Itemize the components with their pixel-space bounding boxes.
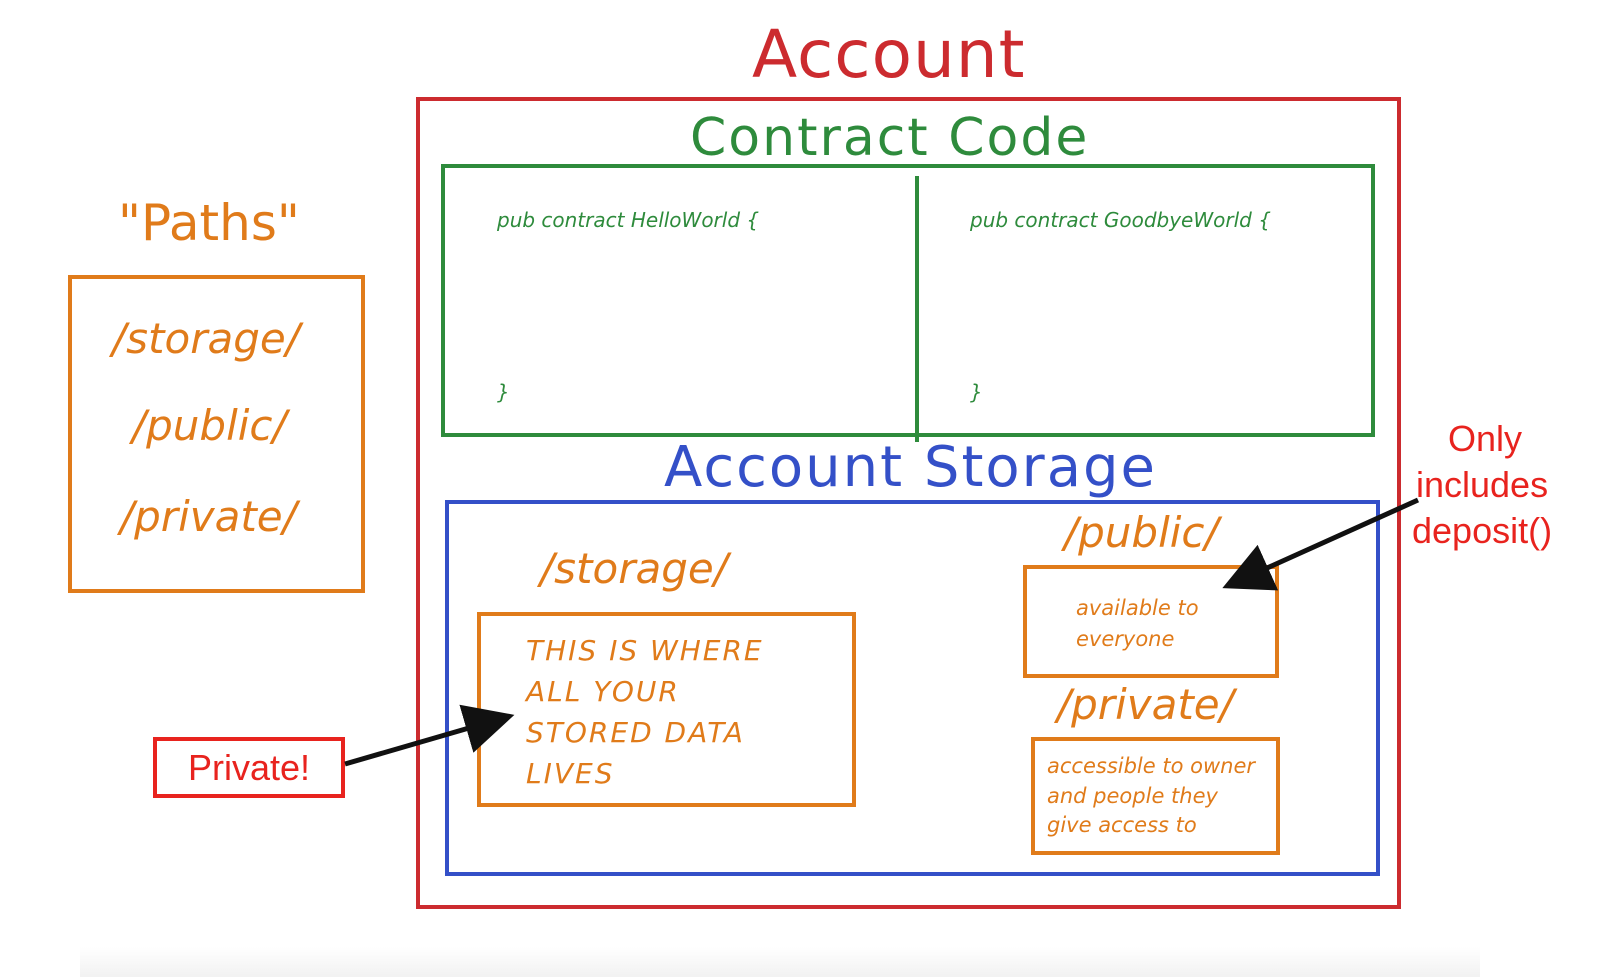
storage-text-line: STORED DATA bbox=[526, 716, 745, 749]
contract-code-title: Contract Code bbox=[690, 108, 1090, 168]
storage-text-line: ALL YOUR bbox=[526, 675, 680, 708]
public-path-label: /public/ bbox=[1064, 508, 1219, 557]
hello-world-contract-open: pub contract HelloWorld { bbox=[497, 208, 760, 232]
private-path-label: /private/ bbox=[1057, 680, 1234, 729]
contract-divider bbox=[915, 176, 919, 442]
hello-world-contract-close: } bbox=[497, 380, 510, 404]
paths-item-storage: /storage/ bbox=[112, 314, 300, 363]
paths-item-public: /public/ bbox=[132, 401, 287, 450]
public-text-line: everyone bbox=[1076, 627, 1175, 651]
private-callout: Private! bbox=[153, 737, 345, 798]
paths-box bbox=[68, 275, 365, 593]
private-text-line: give access to bbox=[1047, 813, 1197, 837]
public-text-line: available to bbox=[1076, 596, 1199, 620]
storage-text-line: THIS IS WHERE bbox=[526, 634, 764, 667]
private-path-box bbox=[1031, 737, 1280, 855]
public-path-box bbox=[1023, 565, 1279, 678]
private-text-line: accessible to owner bbox=[1047, 754, 1256, 778]
deposit-note-line: includes bbox=[1416, 464, 1549, 505]
account-storage-title: Account Storage bbox=[664, 435, 1158, 500]
paths-title: "Paths" bbox=[118, 194, 300, 252]
deposit-note-line: deposit() bbox=[1412, 510, 1553, 551]
storage-path-label: /storage/ bbox=[540, 544, 728, 593]
goodbye-world-contract-close: } bbox=[970, 380, 983, 404]
bottom-shade bbox=[80, 947, 1480, 977]
paths-item-private: /private/ bbox=[120, 492, 297, 541]
deposit-note-line: Only bbox=[1448, 418, 1523, 459]
contract-code-box bbox=[441, 164, 1375, 437]
goodbye-world-contract-open: pub contract GoodbyeWorld { bbox=[970, 208, 1271, 232]
private-text-line: and people they bbox=[1047, 784, 1218, 808]
account-storage-box bbox=[445, 500, 1380, 876]
storage-text-line: LIVES bbox=[526, 757, 615, 790]
account-title: Account bbox=[752, 16, 1026, 93]
